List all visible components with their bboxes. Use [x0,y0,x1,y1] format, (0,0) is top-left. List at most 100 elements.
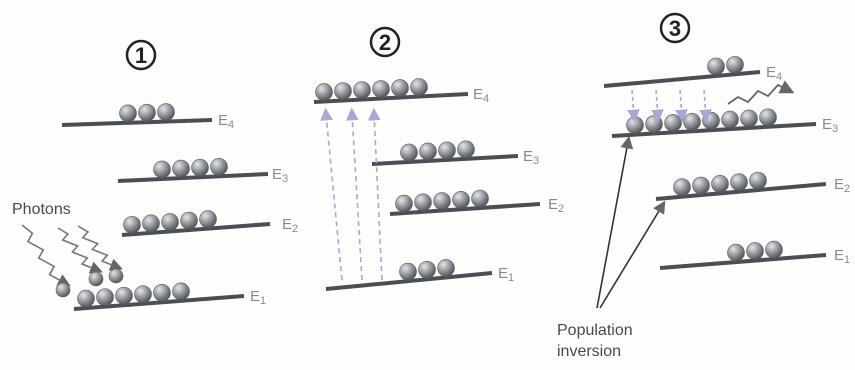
panel3-level-e2-particle [730,173,748,191]
panel2-level-e4-line [313,92,469,104]
panel2-level-e4-particle [372,80,390,98]
decay-arrow [627,89,640,123]
panel3-level-e4-line [603,70,761,88]
panel3-level-e3-particle [626,116,644,134]
panel1-level-e3-particle [153,160,171,179]
panel1-level-e1-label: E1 [250,288,266,307]
panel3-level-e3-particle [664,114,682,132]
pump-arrow [345,107,363,281]
panel1-level-e3-line [117,172,269,183]
incoming-photon-wave [57,227,103,274]
panel2-level-e3-particle [419,142,437,161]
emitted-photon-wave [727,80,795,105]
panel3-level-e1-line [659,253,827,270]
panel1-level-e3-particle [191,158,209,177]
panel3-level-e1-label: E1 [834,247,850,266]
panel3-level-e3-particle [759,108,777,127]
panel1-level-e2-particle [180,211,198,230]
panel1-level-e3-particle [210,157,228,176]
panel3-level-e2-particle [711,175,729,193]
panel1-excited-particle [108,268,124,284]
panel3-level-e2-label: E2 [834,176,850,195]
decay-arrow [699,89,712,123]
panel3-level-e2-particle [692,176,710,195]
panel2-level-e2-particle [433,192,451,210]
population-inversion-label-line1: Population [557,322,633,339]
panel1-excited-particle [88,271,104,287]
panel2-level-e3-particle [457,140,475,159]
panel3-level-e3-particle [702,111,720,130]
panel2-level-e2-particle [471,189,489,208]
panel2-level-e3-line [371,154,519,166]
panel3-level-e3-label: E3 [822,116,838,135]
panel1-level-e2-particle [199,210,217,228]
incoming-photon-wave [77,225,123,271]
panel3-level-e2-particle [673,178,691,197]
panel1-level-e4-particle [119,104,137,123]
panel3-level-e3-particle [740,109,758,128]
panel3-level-e1-particle [727,243,745,262]
panel1-level-e2-particle [123,215,141,234]
panel-number-3: 3 [659,12,691,44]
panel2-level-e2-particle [414,193,432,212]
decay-arrow [675,89,688,123]
panel2-level-e3-particle [438,141,456,160]
panel3-level-e2-line [655,182,827,201]
panel1-level-e3-label: E3 [272,166,288,185]
population-inversion-label-line2: inversion [557,343,621,360]
panel-number-1: 1 [125,39,157,71]
panel1-level-e1-particle [115,286,133,305]
panel1-level-e4-line [61,118,213,127]
panel3-level-e3-line [611,122,817,138]
panel2-level-e4-particle [315,83,333,101]
panel3-level-e1-particle [765,240,783,259]
panel1-excited-particle [55,282,71,298]
panel1-level-e4-particle [157,103,175,121]
panel2-level-e3-particle [400,143,418,162]
panel3-level-e2-particle [749,171,767,190]
panel1-level-e4-particle [138,103,156,122]
panel3-level-e4-label: E4 [766,64,782,83]
panel-number-2-text: 2 [379,30,391,55]
panel2-level-e4-particle [410,78,428,96]
photons-label: Photons [12,201,71,218]
panel1-level-e1-particle [153,283,171,302]
panel2-level-e4-particle [334,82,352,100]
panel1-level-e1-particle [96,288,114,306]
panel2-level-e4-label: E4 [473,86,489,105]
incoming-photon-wave [21,224,71,287]
panel2-level-e2-particle [452,190,470,209]
panel3-level-e4-particle [726,55,744,74]
panel1-level-e2-line [121,222,271,237]
panel2-level-e4-particle [353,81,371,99]
panel2-level-e2-particle [395,194,413,213]
population-inversion-pointers [596,135,666,309]
panel-number-2: 2 [369,26,401,58]
panel1-level-e2-particle [142,214,160,233]
panel2-level-e1-particle [418,260,436,279]
panel2-level-e4-particle [391,79,409,97]
panel-number-1-text: 1 [135,43,147,68]
panel2-level-e3-label: E3 [523,148,539,167]
panel3-level-e4-particle [707,57,725,76]
panel1-level-e3-particle [172,159,190,178]
panel3-level-e3-particle [645,115,663,133]
panel2-level-e2-line [389,202,541,216]
panel3-level-e3-particle [721,110,739,129]
panel3-level-e3-particle [683,112,701,131]
panel1-level-e2-particle [161,213,179,231]
pump-arrow [367,107,383,281]
panel1-level-e1-line [73,294,245,311]
panel2-level-e2-label: E2 [548,196,564,215]
panel1-level-e4-label: E4 [218,112,234,131]
panel3-level-e1-particle [746,242,764,260]
panel2-level-e1-label: E1 [498,265,514,284]
panel2-level-e1-particle [437,259,455,277]
panel1-level-e1-particle [172,282,190,301]
panel1-level-e2-label: E2 [282,216,298,235]
panel2-level-e1-line [325,271,493,291]
decay-arrow [651,89,664,123]
